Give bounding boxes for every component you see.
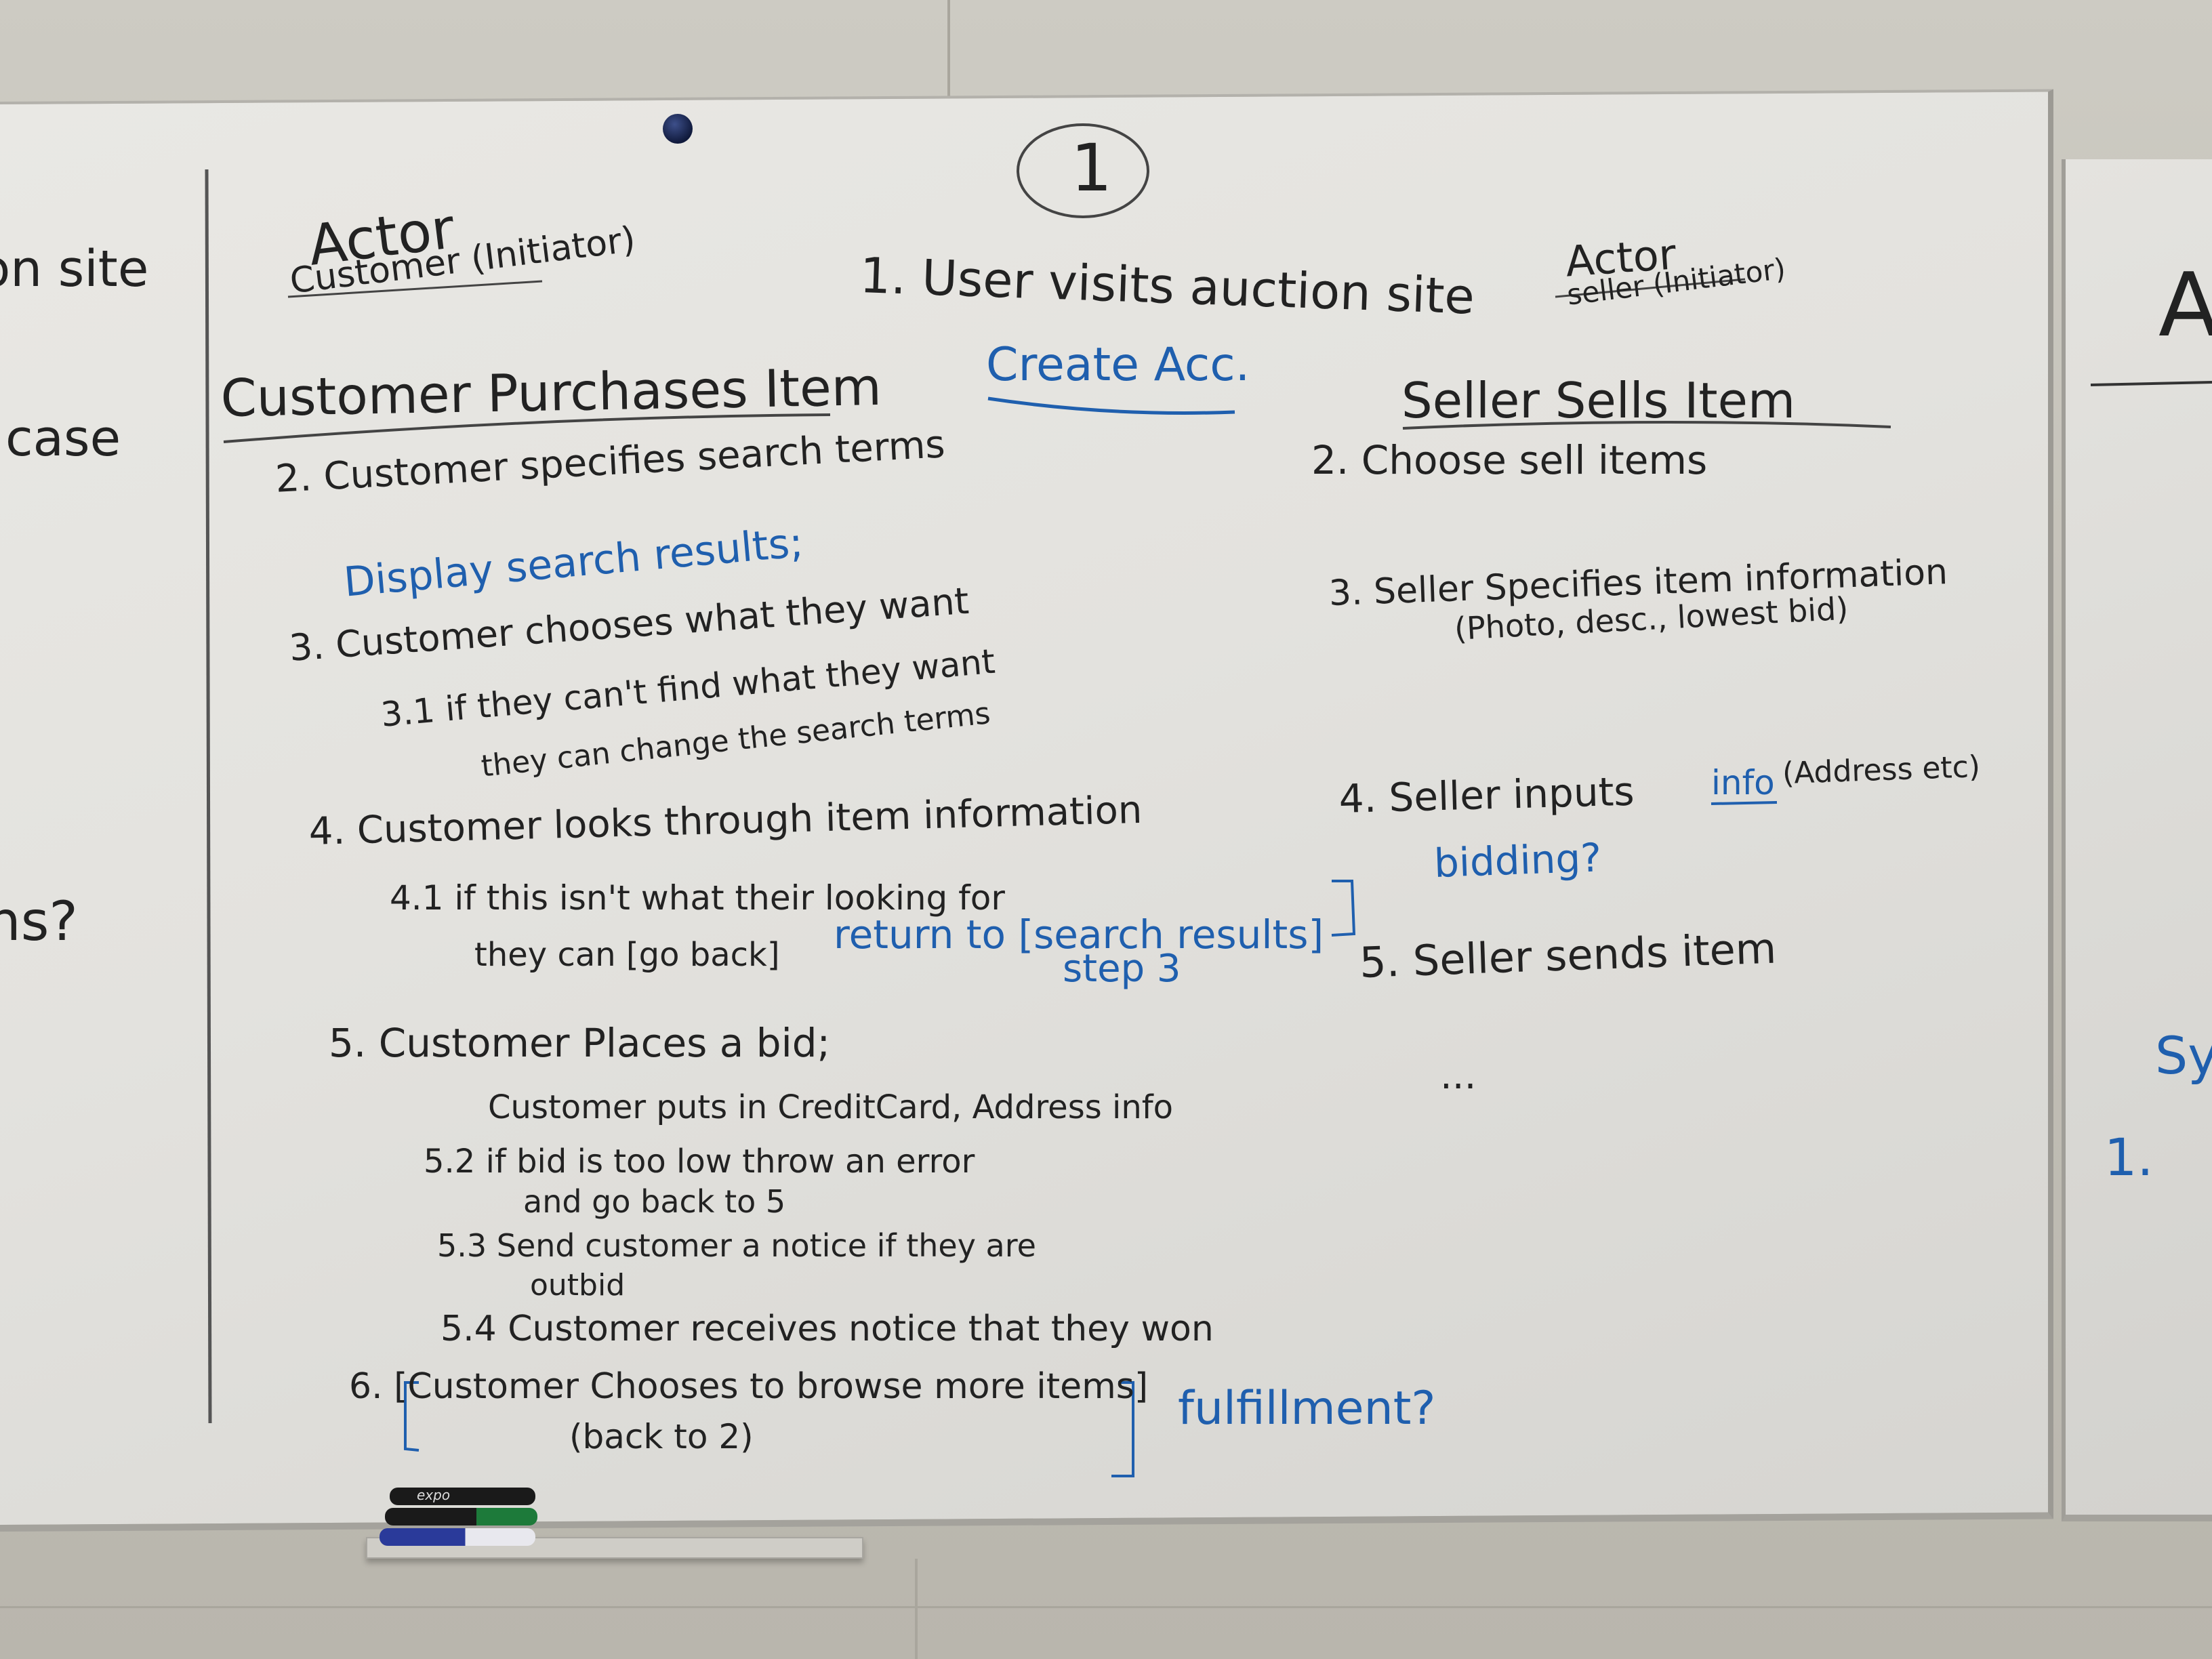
magnet [663, 114, 693, 144]
wall-seam [0, 1606, 2212, 1608]
customer-step-5-4: 5.4 Customer receives notice that they w… [441, 1309, 1214, 1349]
right-board-sy: Sy [2155, 1025, 2212, 1086]
bracket-right-search [1331, 880, 1356, 937]
create-acc: Create Acc. [986, 338, 1250, 392]
marker-green [385, 1508, 537, 1525]
customer-step-5: 5. Customer Places a bid; [329, 1020, 831, 1066]
page-number-circle [1017, 123, 1149, 218]
seller-dots: ... [1440, 1054, 1477, 1098]
bracket-left-6 [404, 1381, 419, 1452]
marker-label: expo [417, 1487, 451, 1503]
seller-heading-underline [1402, 420, 1891, 430]
page-number: 1 [1071, 130, 1113, 206]
customer-heading-underline [223, 413, 831, 443]
customer-heading: Customer Purchases Item [220, 356, 882, 428]
seller-heading: Seller Sells Item [1401, 372, 1796, 429]
info-underline [1711, 801, 1778, 805]
marker-blue [380, 1528, 535, 1546]
return-to-search-results: return to [search results] [834, 912, 1324, 958]
seller-step-2: 2. Choose sell items [1311, 437, 1708, 483]
customer-step-5-3: 5.3 Send customer a notice if they are [437, 1227, 1036, 1264]
customer-step-5-a: Customer puts in CreditCard, Address inf… [488, 1088, 1173, 1126]
margin-line [205, 169, 212, 1424]
right-board-one: 1. [2104, 1127, 2154, 1187]
customer-step-5-2: 5.2 if bid is too low throw an error [424, 1143, 975, 1181]
seller-step-4-rest: (Address etc) [1782, 749, 1981, 792]
customer-step-5-2-b: and go back to 5 [523, 1183, 786, 1220]
bracket-right-6 [1111, 1381, 1134, 1477]
step-3: step 3 [1063, 947, 1181, 991]
seller-step-4-info: info [1711, 763, 1775, 802]
left-edge-site: on site [0, 240, 149, 298]
actor-right-underline [1555, 278, 1746, 298]
customer-step-5-3-b: outbid [530, 1268, 626, 1303]
left-edge-q: ns? [0, 890, 78, 953]
wall-seam [915, 1559, 918, 1659]
create-acc-underline [987, 396, 1235, 415]
right-board-underline [2090, 381, 2212, 386]
whiteboard-right [2062, 159, 2212, 1521]
customer-step-4-1-b: they can [go back] [474, 936, 780, 974]
marker-black [390, 1488, 535, 1505]
left-edge-case: case [5, 409, 121, 468]
bidding: bidding? [1433, 834, 1603, 886]
customer-step-6: 6. [Customer Chooses to browse more item… [349, 1366, 1149, 1407]
right-board-a: A [2158, 253, 2212, 356]
customer-step-6-b: (back to 2) [569, 1417, 754, 1456]
customer-step-4-1: 4.1 if this isn't what their looking for [390, 878, 1005, 918]
seller-step-4: 4. Seller inputs [1338, 768, 1635, 822]
wall-seam [947, 0, 950, 108]
actor-left-underline [287, 280, 543, 298]
fulfillment: fulfillment? [1178, 1382, 1436, 1435]
